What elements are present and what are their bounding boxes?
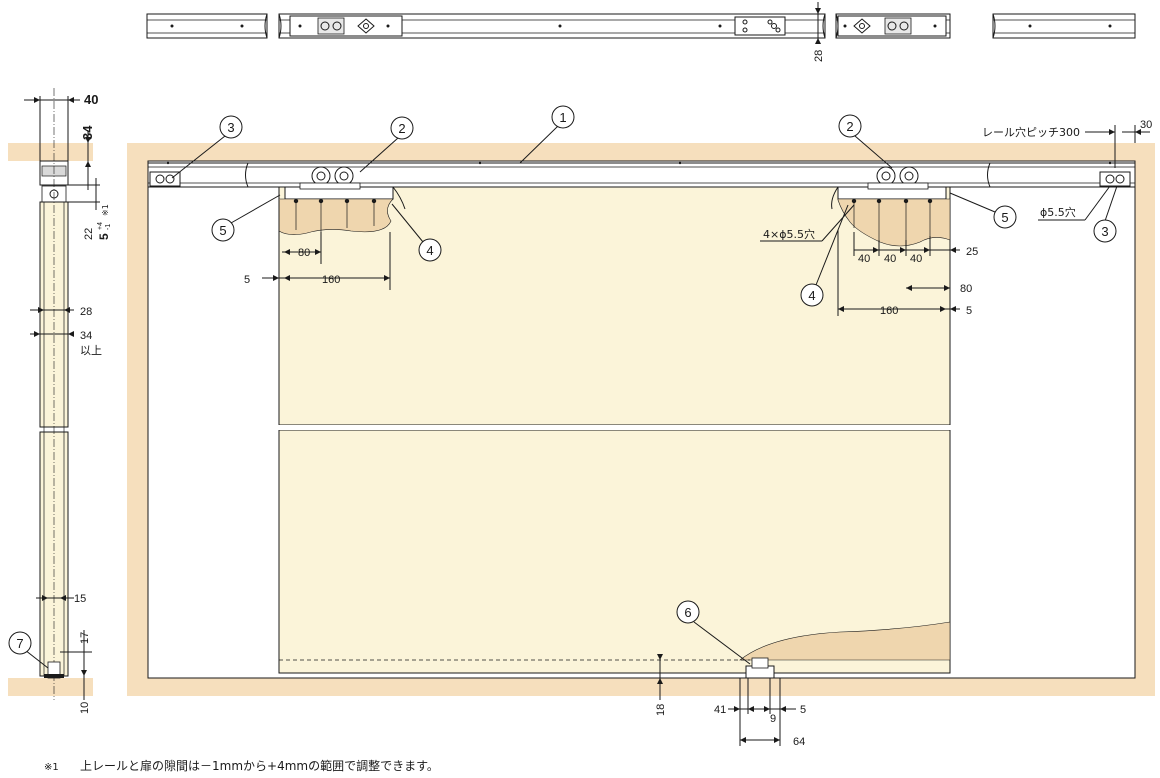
footnote-mark: ※1: [44, 762, 59, 773]
dim-right-5: 5: [966, 305, 972, 317]
callout-1: 1: [559, 110, 566, 125]
dim-side-rail-34: 34: [80, 125, 95, 140]
hole-spec-left: 4×ϕ5.5穴: [763, 227, 815, 241]
top-rail: [147, 162, 1136, 188]
side-floor: [8, 678, 93, 696]
dim-right-80: 80: [960, 283, 972, 295]
dim-bottom-64: 64: [793, 736, 805, 748]
dim-right-40-a: 40: [858, 253, 870, 265]
dim-side-door-28: 28: [80, 306, 92, 318]
dim-bottom-9: 9: [770, 713, 776, 725]
callout-4-right: 4: [808, 288, 815, 303]
dim-side-min-suffix: 以上: [80, 344, 102, 357]
dim-rail-height-28: 28: [813, 50, 825, 62]
front-elevation-view: 80 5 160 40 40 40 25 80 160 5: [127, 105, 1155, 748]
dim-bottom-5: 5: [800, 704, 806, 716]
dim-left-160: 160: [322, 274, 340, 286]
dim-right-40-c: 40: [910, 253, 922, 265]
dim-side-gap-tol-minus: -1: [105, 224, 112, 230]
dim-side-floor-10: 10: [79, 702, 91, 714]
dim-side-gap-note: ※1: [101, 204, 110, 216]
dim-side-guide-15: 15: [74, 593, 86, 605]
cutaway-left: [278, 198, 394, 235]
dim-right-160: 160: [880, 305, 898, 317]
callout-2-right: 2: [846, 119, 853, 134]
side-section-view: 40 34 22 5 +4 -1 ※1 28 34 以上 15 17: [8, 88, 112, 714]
dim-side-min-34: 34: [80, 330, 92, 342]
dim-right-40-b: 40: [884, 253, 896, 265]
callout-5-left: 5: [219, 223, 226, 238]
cutaway-bottom: [739, 621, 951, 661]
footnote-text: 上レールと扉の隙間は－1mmから+4mmの範囲で調整できます。: [80, 758, 439, 773]
dim-side-gap-5: 5: [97, 233, 111, 240]
callout-4-left: 4: [426, 243, 433, 258]
dim-bottom-18: 18: [655, 704, 667, 716]
dim-side-width-40: 40: [84, 92, 98, 107]
side-ceiling: [8, 143, 93, 161]
dim-side-gap-tol-plus: +4: [97, 222, 104, 230]
dim-left-5: 5: [244, 274, 250, 286]
rail-hole-pitch: レール穴ピッチ300: [982, 125, 1080, 139]
dim-side-22: 22: [83, 228, 95, 240]
dim-side-guide-17: 17: [79, 632, 91, 644]
callout-6: 6: [684, 605, 691, 620]
callout-7: 7: [16, 636, 23, 651]
dim-bottom-41: 41: [714, 704, 726, 716]
dim-rail-30: 30: [1140, 119, 1152, 131]
callout-3-right: 3: [1101, 224, 1108, 239]
dim-left-80: 80: [298, 247, 310, 259]
rail-plan-view: 28: [146, 2, 1136, 62]
hole-spec-right: ϕ5.5穴: [1040, 205, 1076, 219]
callout-3-left: 3: [227, 120, 234, 135]
callout-5-right: 5: [1001, 210, 1008, 225]
callout-2-left: 2: [398, 121, 405, 136]
dim-right-25: 25: [966, 246, 978, 258]
